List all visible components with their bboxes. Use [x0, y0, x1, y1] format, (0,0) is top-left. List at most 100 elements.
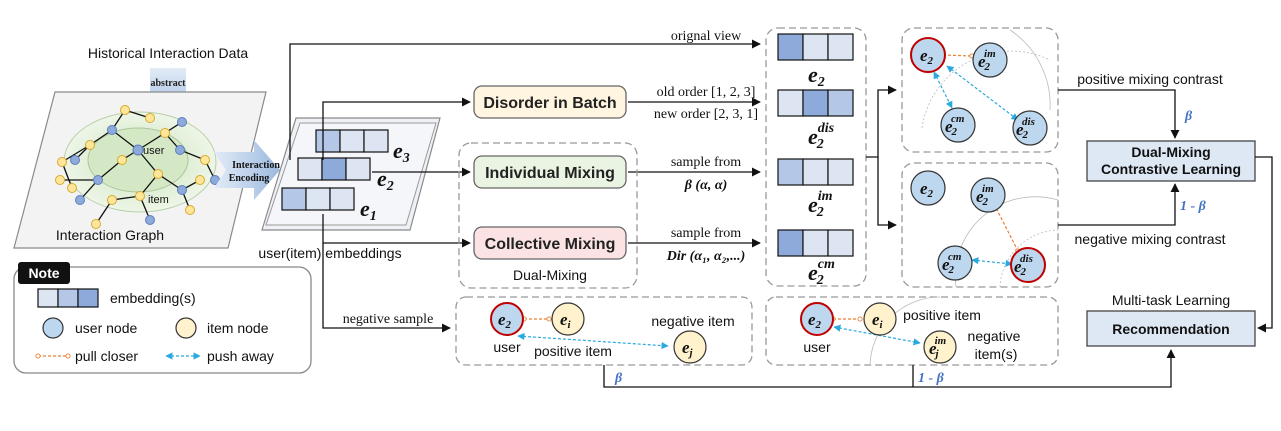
pos-im-node — [972, 42, 1008, 78]
positive-contrast-panel: e2 e2im e2cm e2dis — [901, 27, 1059, 153]
pos-pull-line — [940, 52, 975, 59]
bpr2-ej-sub: j — [934, 348, 940, 360]
negative-contrast-arrow — [1058, 183, 1180, 226]
neg-im-superscript: im — [982, 183, 994, 195]
dual-contrastive-title-2: Contrastive Learning — [1101, 161, 1241, 177]
view-dis-label: e2dis — [808, 121, 835, 152]
individual-label: Individual Mixing — [485, 165, 615, 182]
beta-dist-text: β (α, α) — [684, 178, 728, 193]
mixing-section: Disorder in Batch Individual Mixing Coll… — [458, 85, 638, 289]
bpr2-neg-item-node — [923, 330, 957, 364]
view-im-cells — [777, 158, 854, 186]
e3-subscript: 3 — [402, 151, 410, 166]
bpr2-one-minus-beta-label: 1 - β — [918, 371, 945, 386]
note-legend: Note embedding(s) user node item node pu… — [13, 262, 312, 374]
view-dis-superscript: dis — [818, 121, 835, 136]
negative-sample-arrow — [322, 243, 451, 333]
bpr1-user-node — [490, 302, 524, 336]
recommendation-label: Recommendation — [1112, 321, 1229, 337]
disorder-arrow — [322, 97, 471, 160]
views-column: e2 e2dis e2im e2cm — [765, 27, 867, 288]
view-e2-subscript: 2 — [817, 75, 825, 90]
interaction-graph-label: Interaction Graph — [56, 227, 164, 243]
legend-user-node-label: user node — [75, 320, 137, 336]
bpr-panel-2: e2 ei ejim user positive item negative i… — [765, 296, 1059, 366]
input-section: Historical Interaction Data abstract — [13, 45, 441, 261]
positive-contrast-label: positive mixing contrast — [1077, 71, 1223, 87]
legend-push-label: push away — [207, 348, 274, 364]
bpr1-ei-sub: i — [568, 319, 572, 331]
one-minus-beta-label: 1 - β — [1180, 199, 1207, 214]
beta-weight-label: β — [1184, 109, 1193, 124]
split-arrows — [866, 85, 897, 230]
bpr2-user-label: user — [803, 339, 831, 355]
dual-mixing-group — [458, 142, 638, 289]
view-cm-cells — [777, 229, 854, 257]
pos-dis-superscript: dis — [1022, 116, 1035, 128]
embedding-e2 — [297, 157, 371, 181]
dual-contrastive-box — [1086, 140, 1256, 182]
pos-dis-node — [1012, 110, 1048, 146]
view-cm-label: e2cm — [808, 257, 835, 288]
bpr1-push-line — [517, 332, 669, 350]
e2-subscript: 2 — [386, 179, 394, 194]
bpr1-ej: ej — [682, 338, 694, 359]
new-order-text: new order [2, 3, 1] — [654, 107, 758, 122]
graph-item-nodes — [55, 105, 210, 229]
neg-dis-superscript: dis — [1020, 253, 1033, 265]
bpr2-neg-item-label-2: item(s) — [975, 346, 1018, 362]
graph-ring-inner — [87, 127, 189, 193]
historical-data-label: Historical Interaction Data — [88, 45, 249, 61]
legend-user-node-icon — [42, 317, 64, 339]
neg-dis-subscript: 2 — [1020, 266, 1027, 278]
embedding-e1 — [281, 187, 355, 211]
neg-dis-anchor-node — [1010, 247, 1046, 283]
pos-dis-subscript: 2 — [1022, 129, 1029, 141]
bpr1-pos-item-label: positive item — [534, 343, 612, 359]
bpr-to-rec-arrows: β 1 - β — [603, 349, 1176, 388]
view-cm-subscript: 2 — [816, 273, 824, 288]
pos-anchor-user-node — [910, 37, 946, 73]
pos-cm-node — [940, 107, 976, 143]
pos-cm-subscript: 2 — [951, 126, 958, 138]
view-dis-cells — [777, 89, 854, 117]
bpr2-ei: ei — [872, 310, 884, 331]
pos-im-superscript: im — [984, 48, 996, 60]
sample-from-text-2: sample from — [671, 226, 741, 241]
dir-dist-text: Dir (α₁, α₂,...) — [666, 249, 746, 264]
bpr2-pos-item-node — [863, 302, 897, 336]
view-e2-cells — [777, 33, 854, 61]
disorder-box — [473, 85, 627, 119]
neg-e2-subscript: 2 — [927, 188, 934, 200]
negative-contrast-panel: e2 e2im e2cm e2dis — [901, 162, 1059, 288]
positive-contrast-arrow — [1058, 89, 1180, 139]
legend-embedding-icon — [37, 288, 99, 308]
neg-cm-node — [937, 245, 973, 281]
encoding-label-1: Interaction — [232, 160, 280, 171]
bpr2-neg-item-label: negative — [968, 328, 1021, 344]
multitask-label: Multi-task Learning — [1112, 292, 1230, 308]
neg-push-line — [971, 257, 1013, 267]
legend-item-node-label: item node — [207, 320, 269, 336]
contrastive-to-rec-arrow — [1255, 156, 1273, 333]
recommendation-box — [1086, 310, 1256, 347]
bpr2-ei-sub: i — [880, 319, 884, 331]
original-view-arrow — [289, 39, 761, 160]
embedding-e3 — [315, 129, 389, 153]
bpr1-neg-item-node — [673, 330, 707, 364]
bpr1-ej-sub: j — [688, 347, 694, 359]
original-view-text: orignal view — [671, 29, 742, 44]
neg-cm-superscript: cm — [948, 251, 962, 263]
contrastive-section: positive mixing contrast negative mixing… — [1058, 71, 1273, 347]
legend-embedding-label: embedding(s) — [110, 290, 196, 306]
pos-im-subscript: 2 — [984, 61, 991, 73]
collective-box — [473, 226, 627, 260]
pos-anchor-subscript: 2 — [927, 55, 934, 67]
neg-pull-line — [991, 201, 1021, 254]
view-e2-label: e2 — [808, 62, 825, 90]
bpr2-user-node — [800, 302, 834, 336]
note-title: Note — [28, 265, 59, 281]
neg-cm-subscript: 2 — [948, 264, 955, 276]
note-title-bg — [18, 262, 70, 284]
